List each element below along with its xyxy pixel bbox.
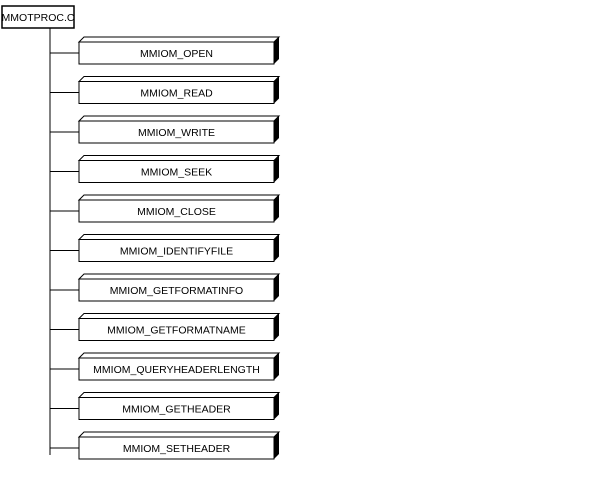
box-top-face bbox=[77, 313, 281, 319]
box-side-shade bbox=[274, 76, 279, 104]
child-label: MMIOM_GETHEADER bbox=[122, 404, 231, 416]
box-top-face bbox=[77, 352, 281, 359]
child-box bbox=[78, 199, 275, 223]
child-box bbox=[78, 278, 275, 302]
box-side-shade bbox=[274, 353, 279, 380]
box-side-shade bbox=[274, 432, 279, 459]
child-node: MMIOM_OPEN bbox=[50, 36, 281, 65]
box-top-face bbox=[77, 392, 281, 398]
child-box bbox=[78, 239, 275, 262]
box-top-face bbox=[77, 155, 281, 161]
child-node: MMIOM_IDENTIFYFILE bbox=[50, 234, 281, 262]
box-side-shade bbox=[274, 234, 279, 262]
child-node: MMIOM_GETFORMATNAME bbox=[50, 313, 281, 341]
box-top-face bbox=[77, 194, 281, 201]
box-top-face bbox=[77, 273, 281, 280]
child-nodes: MMIOM_OPEN MMIOM_READ MMIOM_WRITE MMIOM_SEE… bbox=[50, 36, 281, 460]
box-side-shade bbox=[274, 313, 279, 341]
child-box bbox=[78, 357, 275, 381]
box-side-shade bbox=[274, 274, 279, 301]
box-top-face bbox=[77, 76, 281, 82]
box-top-face bbox=[77, 36, 281, 43]
child-node: MMIOM_GETHEADER bbox=[50, 392, 281, 420]
box-side-shade bbox=[274, 116, 279, 143]
box-side-shade bbox=[274, 155, 279, 183]
child-node: MMIOM_SETHEADER bbox=[50, 431, 281, 460]
child-box bbox=[78, 41, 275, 65]
box-side-shade bbox=[274, 392, 279, 420]
child-label: MMIOM_CLOSE bbox=[137, 206, 216, 218]
root-box bbox=[1, 5, 75, 29]
child-label: MMIOM_QUERYHEADERLENGTH bbox=[93, 364, 260, 376]
child-node: MMIOM_CLOSE bbox=[50, 194, 281, 223]
child-node: MMIOM_QUERYHEADERLENGTH bbox=[50, 352, 281, 381]
child-label: MMIOM_SETHEADER bbox=[123, 443, 231, 455]
child-label: MMIOM_GETFORMATINFO bbox=[110, 285, 243, 297]
box-side-shade bbox=[274, 195, 279, 222]
child-box bbox=[78, 160, 275, 183]
child-node: MMIOM_GETFORMATINFO bbox=[50, 273, 281, 302]
child-box bbox=[78, 120, 275, 144]
root-node: MMOTPROC.C bbox=[1, 5, 75, 29]
box-top-face bbox=[77, 115, 281, 122]
child-box bbox=[78, 318, 275, 341]
box-top-face bbox=[77, 431, 281, 438]
child-box bbox=[78, 81, 275, 104]
box-side-shade bbox=[274, 37, 279, 64]
child-node: MMIOM_WRITE bbox=[50, 115, 281, 144]
child-label: MMIOM_OPEN bbox=[140, 48, 213, 60]
child-box bbox=[78, 436, 275, 460]
child-box bbox=[78, 397, 275, 420]
child-node: MMIOM_READ bbox=[50, 76, 281, 104]
root-label: MMOTPROC.C bbox=[2, 12, 75, 24]
child-label: MMIOM_SEEK bbox=[141, 167, 212, 179]
child-node: MMIOM_SEEK bbox=[50, 155, 281, 183]
child-label: MMIOM_IDENTIFYFILE bbox=[120, 246, 233, 258]
child-label: MMIOM_READ bbox=[140, 88, 213, 100]
child-label: MMIOM_WRITE bbox=[138, 127, 215, 139]
box-top-face bbox=[77, 234, 281, 240]
child-label: MMIOM_GETFORMATNAME bbox=[107, 325, 246, 337]
